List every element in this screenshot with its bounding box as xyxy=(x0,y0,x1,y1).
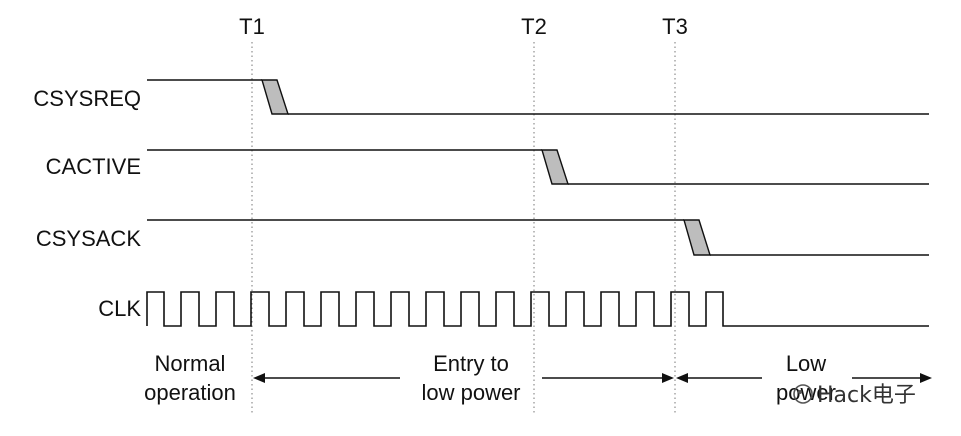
entry-arrow-right-head xyxy=(662,373,674,383)
entry-phase-line1: Entry to xyxy=(433,351,509,376)
cactive-falling-edge xyxy=(541,149,569,185)
clk-label: CLK xyxy=(98,296,141,321)
clk-waveform xyxy=(146,291,929,327)
normal-phase-line2: operation xyxy=(144,380,236,405)
csysreq-waveform xyxy=(147,79,929,115)
t3-label: T3 xyxy=(662,14,688,39)
cactive-waveform xyxy=(147,149,929,185)
low-arrow-right-head xyxy=(920,373,932,383)
entry-arrow-left-head xyxy=(253,373,265,383)
csysack-falling-edge xyxy=(683,219,711,256)
watermark-logo-dot-icon xyxy=(798,390,802,394)
watermark-logo-icon xyxy=(793,384,813,404)
t1-label: T1 xyxy=(239,14,265,39)
entry-phase-arrow xyxy=(253,373,674,383)
low-phase-arrow xyxy=(676,373,932,383)
watermark: Hack电子 xyxy=(793,383,916,408)
csysack-waveform xyxy=(147,219,929,256)
low-phase-line2: power xyxy=(776,380,836,405)
csysreq-falling-edge xyxy=(261,79,289,115)
cactive-label: CACTIVE xyxy=(46,154,141,179)
entry-phase-line2: low power xyxy=(421,380,520,405)
t2-label: T2 xyxy=(521,14,547,39)
csysreq-label: CSYSREQ xyxy=(33,86,141,111)
low-phase-line1: Low xyxy=(786,351,826,376)
csysack-label: CSYSACK xyxy=(36,226,141,251)
low-arrow-left-head xyxy=(676,373,688,383)
normal-phase-line1: Normal xyxy=(155,351,226,376)
watermark-text: Hack电子 xyxy=(817,383,916,408)
